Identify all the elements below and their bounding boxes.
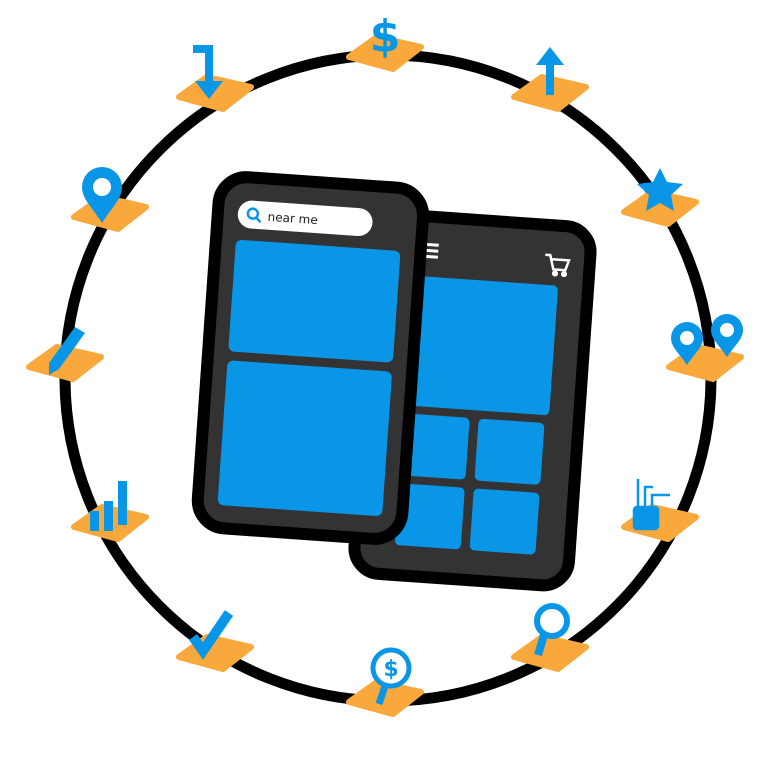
content-block [399,413,470,480]
content-block [474,418,545,485]
arrow-up-icon [536,47,564,95]
ring-item [666,314,744,382]
chip-icon [632,479,670,531]
ring-item [71,167,149,232]
dollar-icon: $ [370,11,401,62]
ring-item [26,327,104,382]
ring-item: $ [346,11,424,72]
content-block [217,360,392,517]
content-block [469,488,540,555]
tile [621,189,699,227]
magnifier-icon [534,603,570,657]
content-block [404,275,558,416]
search-icon [246,207,262,224]
ring-item [621,479,699,542]
pencil-icon [49,327,85,375]
tile [26,344,104,382]
ring-item [176,45,254,112]
ring-item [511,603,589,672]
two-pins-icon [671,314,743,365]
ring-item [176,610,254,672]
star-icon [637,168,683,211]
svg-text:$: $ [383,657,398,682]
phone-front: near me [191,171,430,545]
arrow-down-icon [193,45,223,99]
cart-icon [545,253,571,278]
bar-chart-icon [90,481,127,531]
ring-item [511,47,589,112]
ring-item [621,168,699,227]
tile [346,34,424,72]
search-input[interactable] [237,200,374,237]
tile [346,679,424,717]
tile [511,634,589,672]
content-block [395,483,465,550]
map-pin-icon [82,167,122,223]
content-block [228,239,401,363]
ring-item: $ [346,647,424,717]
checkmark-icon [188,610,234,660]
ring-item [71,481,149,542]
dollar-magnifier-icon: $ [370,647,412,706]
svg-text:$: $ [370,11,401,62]
search-text: near me [267,210,318,227]
